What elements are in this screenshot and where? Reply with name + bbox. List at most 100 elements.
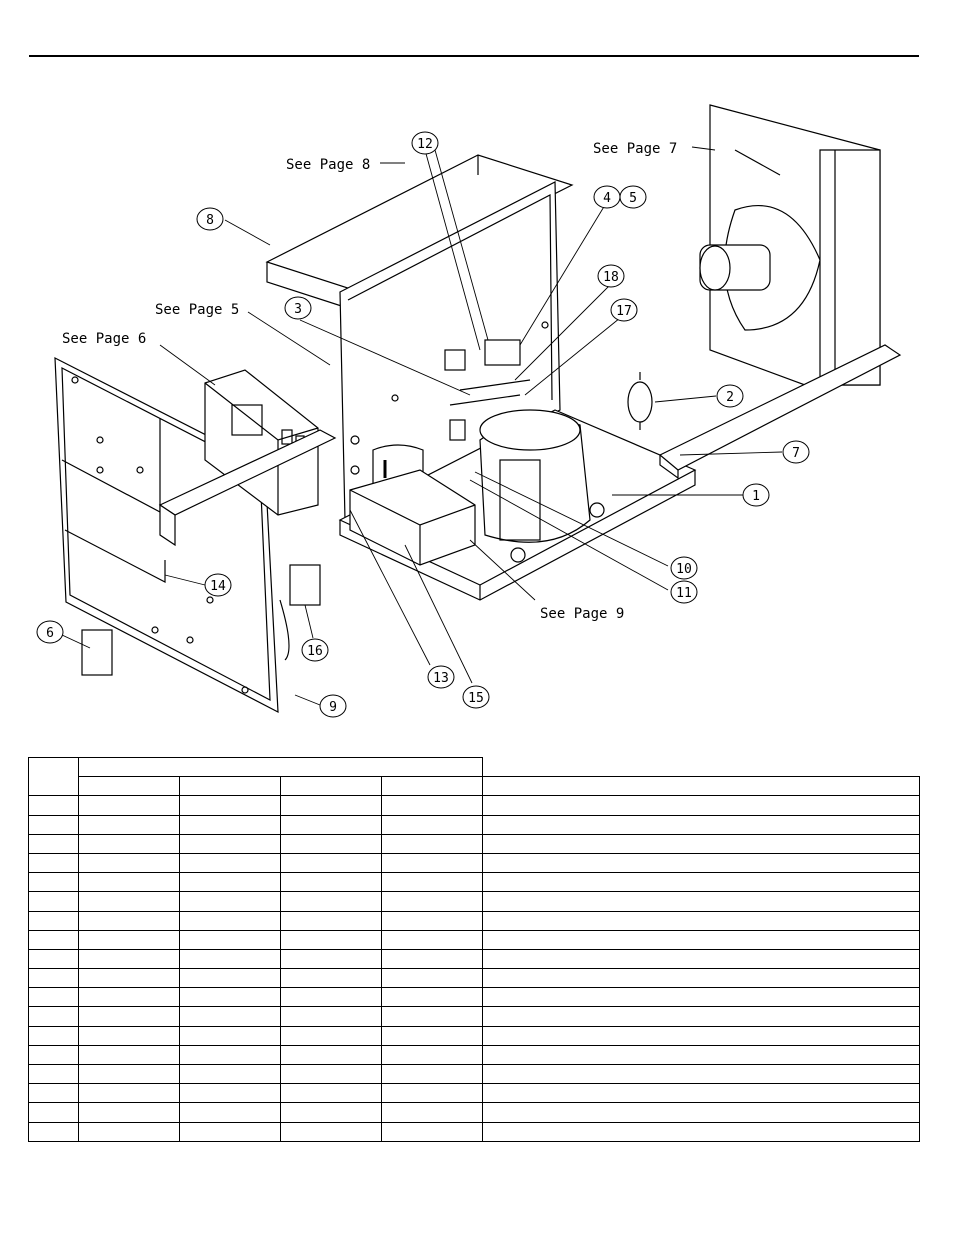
callout-9: 9 bbox=[329, 700, 337, 715]
callout-bubble-14 bbox=[204, 573, 232, 597]
callout-8: 8 bbox=[206, 213, 214, 228]
table-cell bbox=[280, 795, 382, 816]
callout-bubble-8 bbox=[196, 207, 224, 231]
table-cell bbox=[78, 852, 180, 874]
table-cell bbox=[78, 910, 180, 931]
table-cell bbox=[28, 987, 79, 1008]
table-cell bbox=[280, 987, 382, 1008]
table-cell bbox=[482, 795, 920, 816]
table-cell bbox=[381, 1044, 483, 1066]
table-cell bbox=[28, 891, 79, 912]
callout-bubble-9 bbox=[319, 694, 347, 718]
table-cell bbox=[280, 929, 382, 950]
table-cell bbox=[280, 968, 382, 989]
table-row bbox=[28, 1025, 920, 1046]
callout-bubble-7 bbox=[782, 440, 810, 464]
header-cell-col5 bbox=[381, 776, 483, 797]
callout-bubble-5 bbox=[619, 185, 647, 209]
table-header-top bbox=[28, 756, 920, 797]
table-cell bbox=[179, 948, 281, 970]
table-cell bbox=[381, 1083, 483, 1104]
table-cell bbox=[482, 1121, 920, 1143]
table-cell bbox=[179, 1044, 281, 1066]
callout-1: 1 bbox=[752, 489, 760, 504]
table-cell bbox=[78, 872, 180, 893]
table-cell bbox=[381, 795, 483, 816]
table-cell bbox=[179, 910, 281, 931]
table-cell bbox=[482, 1044, 920, 1066]
table-cell bbox=[381, 814, 483, 835]
table-row bbox=[28, 1063, 920, 1085]
table-cell bbox=[28, 833, 79, 854]
table-cell bbox=[28, 910, 79, 931]
callout-bubble-16 bbox=[301, 638, 329, 662]
table-cell bbox=[280, 833, 382, 854]
table-row bbox=[28, 872, 920, 893]
table-cell bbox=[179, 1025, 281, 1046]
table-cell bbox=[482, 872, 920, 893]
header-rule bbox=[29, 55, 919, 57]
callout-bubble-17 bbox=[610, 298, 638, 322]
parts-list-table bbox=[28, 756, 920, 1143]
table-cell bbox=[381, 987, 483, 1008]
callout-bubble-2 bbox=[716, 384, 744, 408]
table-cell bbox=[381, 833, 483, 854]
table-cell bbox=[381, 1121, 483, 1143]
table-cell bbox=[179, 987, 281, 1008]
table-cell bbox=[280, 1044, 382, 1066]
table-cell bbox=[78, 1102, 180, 1123]
table-cell bbox=[482, 1063, 920, 1085]
callout-7: 7 bbox=[792, 446, 800, 461]
callout-bubble-1 bbox=[742, 483, 770, 507]
table-cell bbox=[28, 968, 79, 989]
table-cell bbox=[482, 1006, 920, 1027]
table-cell bbox=[280, 852, 382, 874]
table-cell bbox=[381, 1006, 483, 1027]
table-cell bbox=[28, 1121, 79, 1143]
table-cell bbox=[482, 814, 920, 835]
callout-3: 3 bbox=[294, 302, 302, 317]
table-cell bbox=[381, 1025, 483, 1046]
header-cell-col2 bbox=[78, 776, 180, 797]
table-cell bbox=[179, 1006, 281, 1027]
table-row bbox=[28, 968, 920, 989]
table-cell bbox=[179, 872, 281, 893]
table-cell bbox=[179, 795, 281, 816]
table-row bbox=[28, 910, 920, 931]
table-row bbox=[28, 1044, 920, 1066]
table-cell bbox=[78, 968, 180, 989]
header-cell-part-numbers bbox=[78, 756, 483, 778]
table-cell bbox=[280, 872, 382, 893]
table-cell bbox=[28, 929, 79, 950]
table-cell bbox=[482, 891, 920, 912]
table-cell bbox=[482, 948, 920, 970]
callout-bubble-11 bbox=[670, 580, 698, 604]
table-cell bbox=[179, 968, 281, 989]
callout-bubble-18 bbox=[597, 264, 625, 288]
callout-4: 4 bbox=[603, 191, 611, 206]
callout-17: 17 bbox=[616, 304, 632, 319]
table-cell bbox=[280, 891, 382, 912]
table-cell bbox=[179, 1083, 281, 1104]
table-cell bbox=[482, 1025, 920, 1046]
exploded-parts-diagram: 1 2 3 4 5 6 7 8 9 10 11 12 13 14 15 16 1… bbox=[36, 104, 902, 718]
table-row bbox=[28, 1083, 920, 1104]
table-cell bbox=[28, 948, 79, 970]
table-cell bbox=[482, 910, 920, 931]
table-cell bbox=[28, 872, 79, 893]
table-cell bbox=[78, 948, 180, 970]
table-cell bbox=[78, 1063, 180, 1085]
table-cell bbox=[179, 833, 281, 854]
table-cell bbox=[78, 987, 180, 1008]
table-cell bbox=[28, 1044, 79, 1066]
table-cell bbox=[28, 852, 79, 874]
compressor bbox=[479, 409, 605, 563]
table-cell bbox=[280, 1102, 382, 1123]
callout-bubble-6 bbox=[36, 620, 64, 644]
table-cell bbox=[482, 1083, 920, 1104]
header-cell-item bbox=[28, 756, 79, 797]
table-row bbox=[28, 891, 920, 912]
table-cell bbox=[381, 910, 483, 931]
table-cell bbox=[381, 852, 483, 874]
table-cell bbox=[482, 852, 920, 874]
